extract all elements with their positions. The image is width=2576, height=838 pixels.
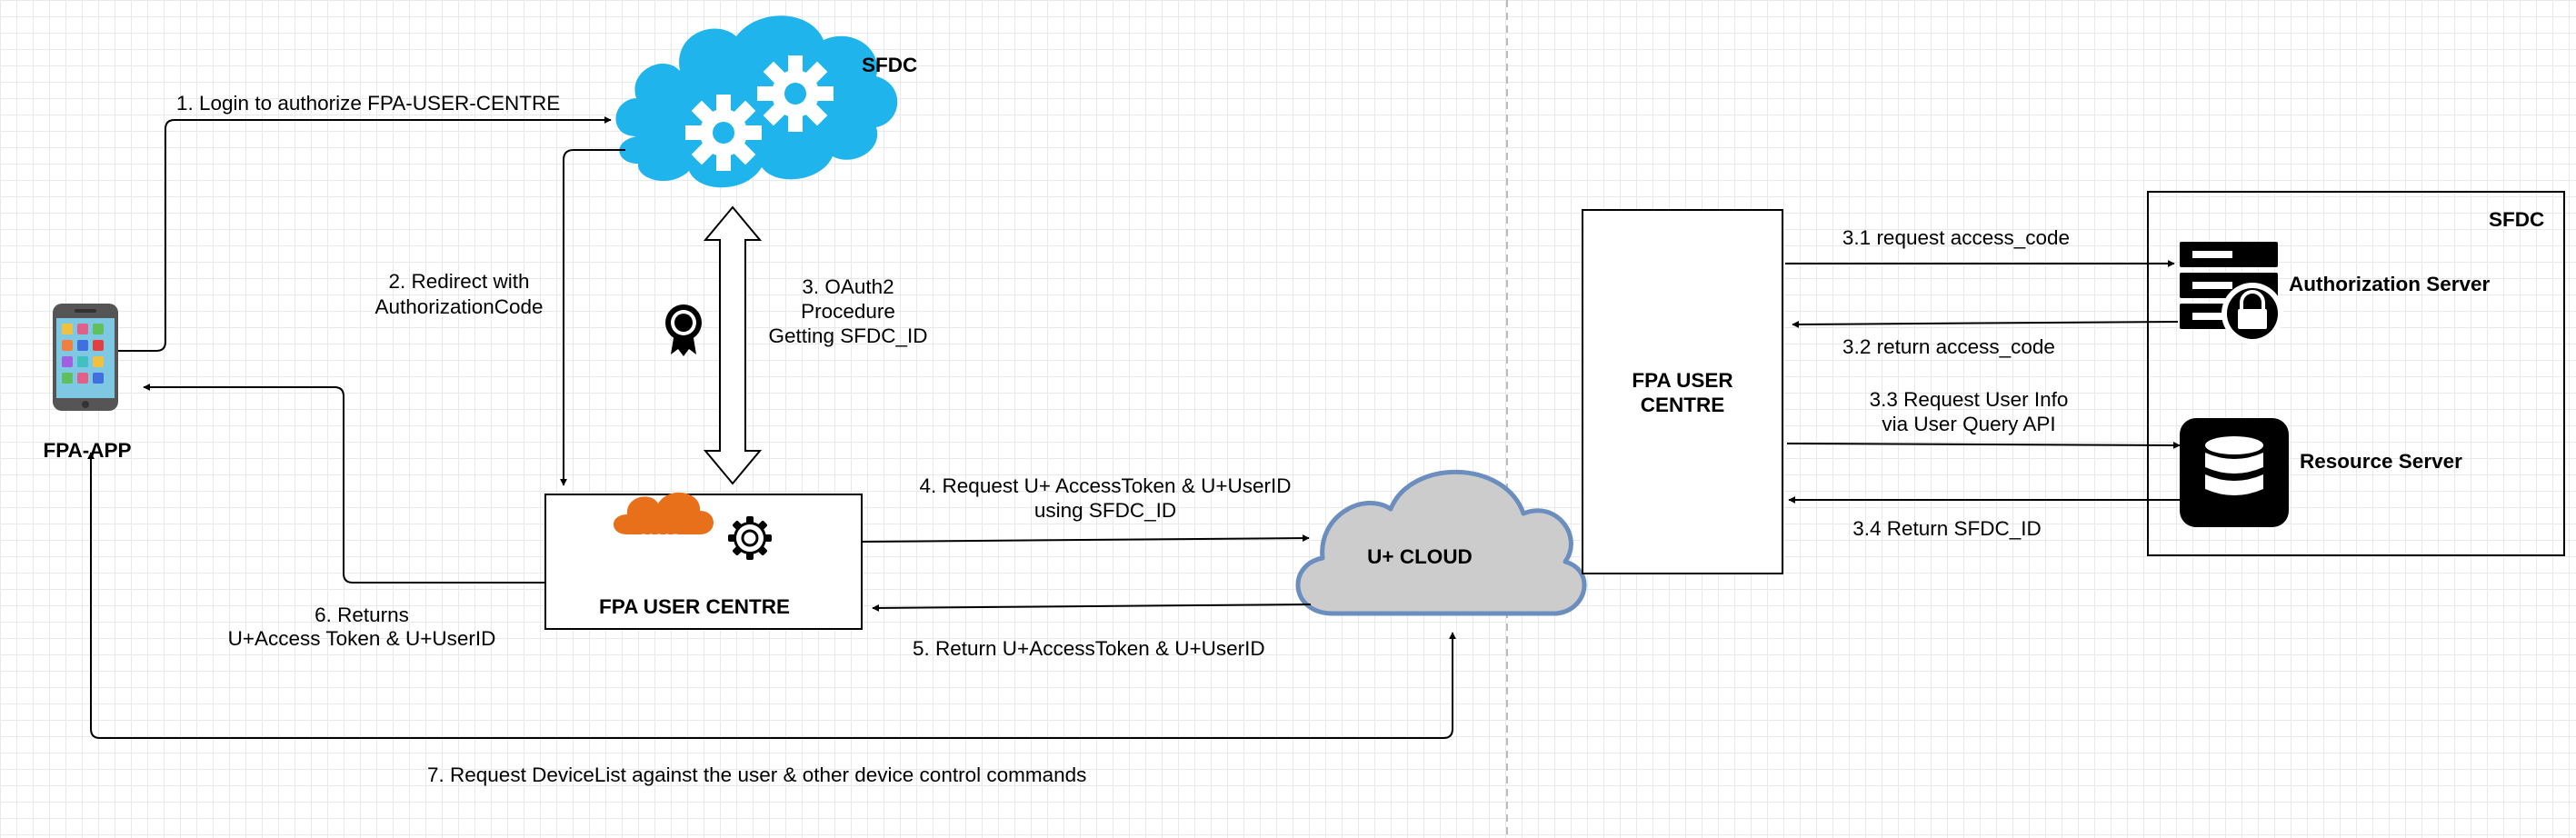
arrow-step7 [87, 452, 1456, 739]
step31-label: 3.1 request access_code [1842, 226, 2071, 249]
step7-label: 7. Request DeviceList against the user &… [427, 763, 1087, 786]
aws-badge-label: AWS [636, 530, 683, 553]
step4-label-line2: using SFDC_ID [1033, 499, 1177, 522]
award-icon [665, 304, 702, 356]
authorization-server-icon [2180, 242, 2283, 344]
step33-label-line1: 3.3 Request User Info [1869, 388, 2069, 411]
arrow-3-3 [1786, 441, 2181, 449]
sfdc-cloud-label: SFDC [862, 54, 918, 76]
step5-label: 5. Return U+AccessToken & U+UserID [913, 637, 1265, 660]
sfdc-container-box [2147, 191, 2565, 556]
step4-label-line1: 4. Request U+ AccessToken & U+UserID [919, 474, 1292, 497]
step3-label-line2: Procedure [801, 300, 895, 323]
step32-label: 3.2 return access_code [1842, 335, 2055, 358]
step3-label-line3: Getting SFDC_ID [768, 324, 928, 347]
step2-label-line2: AuthorizationCode [374, 295, 544, 318]
u-cloud-shape [1295, 469, 1587, 616]
arrow-3-2 [1792, 320, 2179, 328]
step1-label: 1. Login to authorize FPA-USER-CENTRE [176, 92, 561, 115]
right-user-centre-label-line2: CENTRE [1640, 394, 1725, 416]
step2-label-line1: 2. Redirect with [388, 270, 530, 293]
arrow-step4 [861, 534, 1310, 543]
step33-label-line2: via User Query API [1882, 413, 2056, 435]
arrow-step1 [118, 116, 612, 352]
right-user-centre-label-line1: FPA USER [1632, 369, 1733, 392]
arrow-step5 [872, 604, 1312, 612]
step6-label-line2: U+Access Token & U+UserID [227, 627, 496, 650]
resource-server-label: Resource Server [2300, 450, 2462, 473]
gear-icon [728, 516, 772, 560]
fpa-app-label: FPA-APP [43, 439, 132, 462]
user-centre-label: FPA USER CENTRE [598, 595, 791, 618]
resource-server-icon [2180, 418, 2289, 527]
u-cloud-label: U+ CLOUD [1367, 545, 1473, 568]
authorization-server-label: Authorization Server [2289, 273, 2491, 295]
oauth-double-arrow [703, 205, 763, 485]
arrow-step2 [560, 149, 625, 486]
step34-label: 3.4 Return SFDC_ID [1852, 517, 2042, 540]
sfdc-cloud-icon [615, 15, 898, 188]
arrow-step6 [143, 384, 545, 584]
right-user-centre-box [1582, 209, 1783, 574]
phone-icon [53, 304, 118, 411]
step6-label-line1: 6. Returns [315, 604, 409, 626]
right-sfdc-label: SFDC [2489, 208, 2545, 231]
step3-label-line1: 3. OAuth2 [802, 275, 894, 298]
